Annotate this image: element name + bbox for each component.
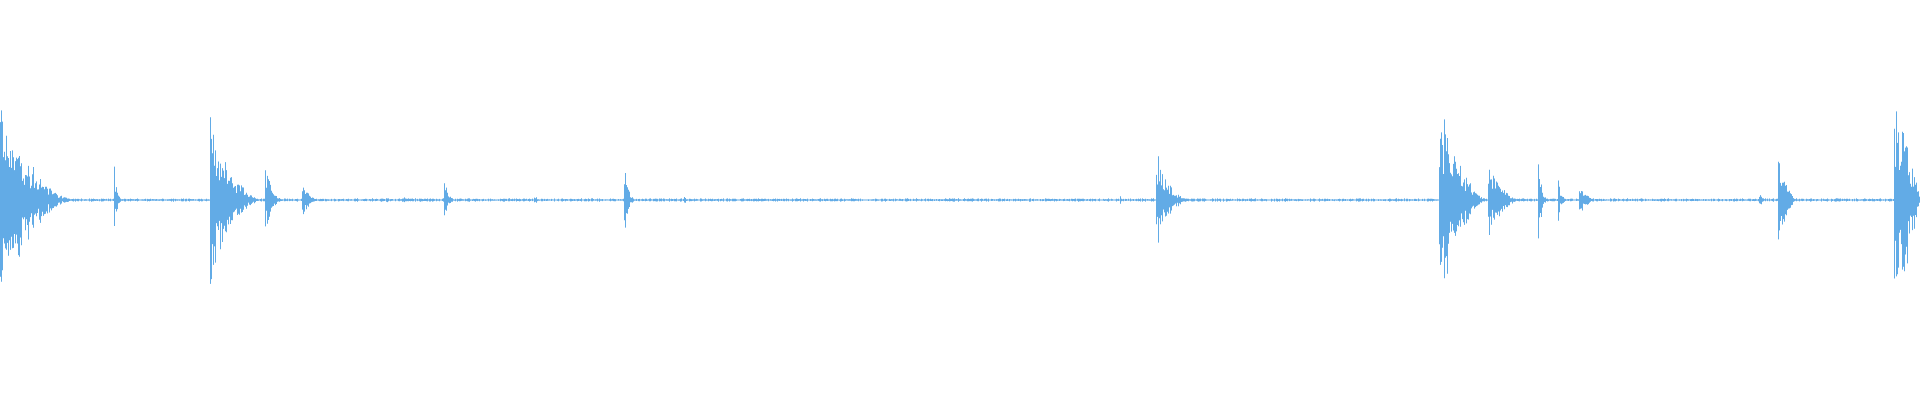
waveform-bars xyxy=(0,110,1920,284)
